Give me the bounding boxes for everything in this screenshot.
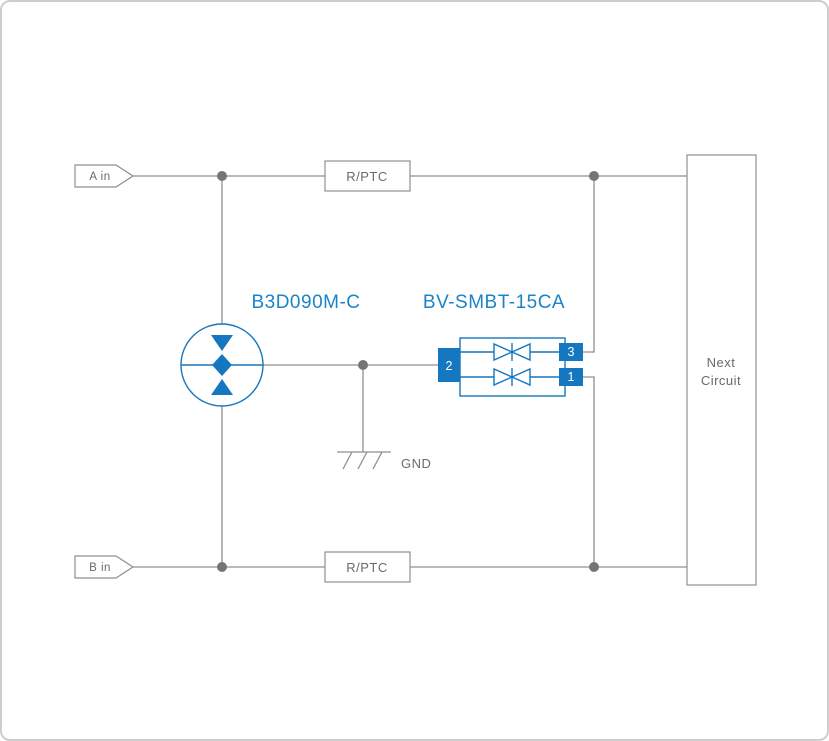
- rptc-top-label: R/PTC: [346, 169, 388, 184]
- a-in-connector: A in: [74, 164, 135, 188]
- gdt-top-triangle-icon: [211, 335, 233, 351]
- a-in-flag: [74, 164, 135, 188]
- tvs-pin-1-label: 1: [568, 370, 575, 384]
- gnd-label: GND: [401, 456, 431, 471]
- next-circuit-block: Next Circuit: [686, 154, 757, 586]
- b-in-flag: [74, 555, 135, 579]
- next-circuit-label-line1: Next: [707, 355, 736, 370]
- gdt-symbol: [180, 323, 264, 407]
- tvs-pin-3-label: 3: [568, 345, 575, 359]
- next-circuit-box: [686, 154, 757, 586]
- gdt-bottom-triangle-icon: [211, 379, 233, 395]
- tvs-pin-2-label: 2: [446, 359, 453, 373]
- tvs-pin-2: 2: [438, 348, 460, 382]
- ground-hatch-2: [357, 451, 368, 470]
- b-in-connector: B in: [74, 555, 135, 579]
- junction-dot-top-right: [589, 171, 599, 181]
- junction-dot-middle: [358, 360, 368, 370]
- tvs-diode-bottom-right-triangle: [510, 367, 531, 387]
- ground-hatch-1: [342, 451, 353, 470]
- rptc-bottom-label: R/PTC: [346, 560, 388, 575]
- junction-dot-bottom-left: [217, 562, 227, 572]
- tvs-diode-bottom-icon: [493, 367, 531, 387]
- tvs-diode-top-right-triangle: [510, 342, 531, 362]
- ground-symbol: GND: [337, 451, 431, 471]
- tvs-symbol: 2 3 1: [438, 337, 583, 397]
- tvs-part-label: BV-SMBT-15CA: [423, 292, 565, 313]
- tvs-pin-2-pad: [438, 348, 460, 382]
- junction-dot-top-left: [217, 171, 227, 181]
- rptc-bottom-box: [324, 551, 411, 583]
- ground-hatch-3: [372, 451, 383, 470]
- tvs-diode-top-icon: [493, 342, 531, 362]
- next-circuit-label-line2: Circuit: [701, 373, 741, 388]
- tvs-diode-top-left-triangle: [493, 342, 514, 362]
- tvs-pin1-to-bottom-wire: [583, 376, 595, 567]
- tvs-pin3-to-top-wire: [583, 176, 595, 353]
- junction-dot-bottom-right: [589, 562, 599, 572]
- a-in-label: A in: [89, 171, 110, 183]
- tvs-pin-1: 1: [559, 368, 583, 386]
- rptc-top: R/PTC: [324, 160, 411, 192]
- rptc-bottom: R/PTC: [324, 551, 411, 583]
- tvs-pin-3-pad: [559, 343, 583, 361]
- tvs-pin-3: 3: [559, 343, 583, 361]
- rptc-top-box: [324, 160, 411, 192]
- junction-dots: [217, 171, 599, 572]
- gdt-diamond-icon: [212, 354, 232, 376]
- tvs-pin-1-pad: [559, 368, 583, 386]
- tvs-diode-bottom-left-triangle: [493, 367, 514, 387]
- gdt-part-label: B3D090M-C: [251, 292, 360, 313]
- b-in-label: B in: [89, 562, 111, 574]
